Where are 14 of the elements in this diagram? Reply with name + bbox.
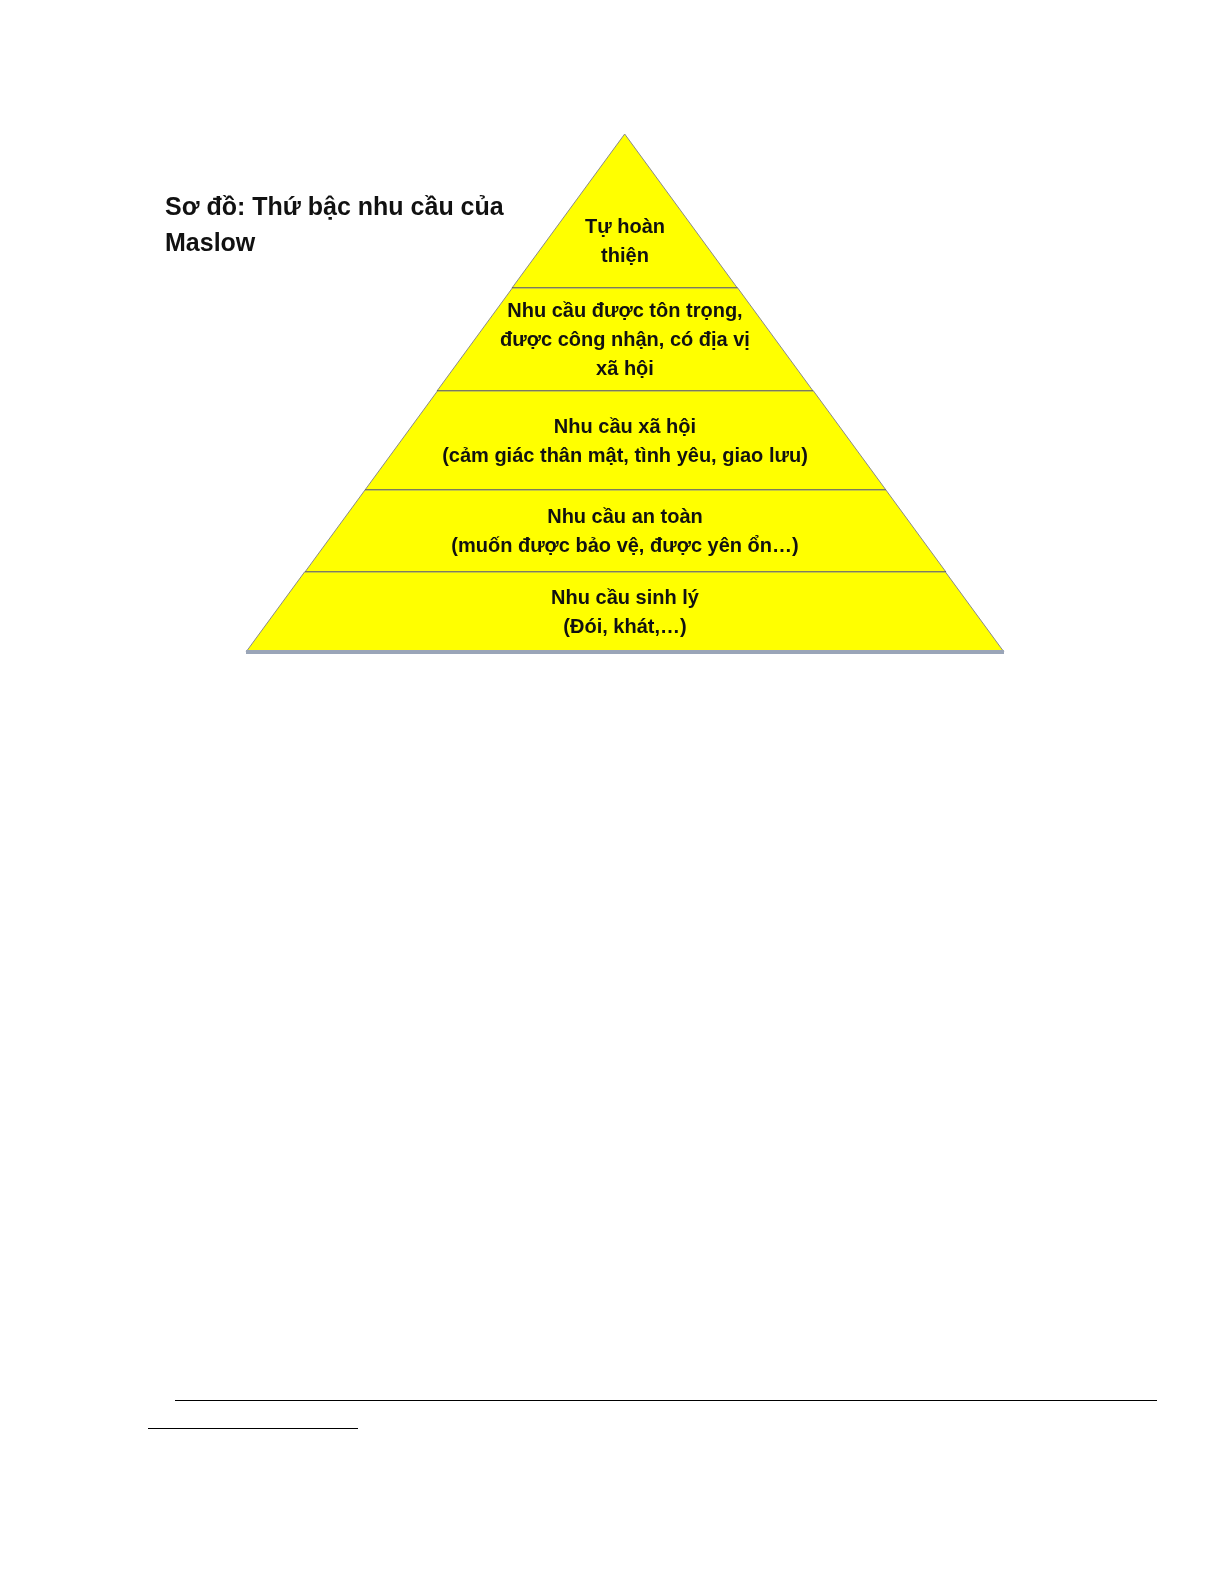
level-heading: Nhu cầu sinh lý [551, 585, 699, 610]
pyramid-level-band [246, 572, 1004, 652]
pyramid-level-band [304, 490, 946, 572]
level-heading: Tự hoàn thiện [583, 214, 666, 268]
level-description: (muốn được bảo vệ, được yên ổn…) [451, 533, 799, 558]
level-description: (cảm giác thân mật, tình yêu, giao lưu) [442, 442, 808, 468]
level-heading: Nhu cầu xã hội [553, 413, 697, 439]
pyramid-top-triangle [512, 134, 738, 288]
diagram-title: Sơ đồ: Thứ bậc nhu cầu của Maslow [165, 191, 505, 258]
level-heading: Nhu cầu an toàn [547, 504, 703, 529]
pyramid-level-band [436, 288, 813, 391]
pyramid-level-band [364, 391, 886, 490]
level-description: (Đói, khát,…) [563, 614, 687, 639]
level-heading: Nhu cầu được tôn trọng, được công nhận, có địa vị xã hội [499, 298, 751, 381]
